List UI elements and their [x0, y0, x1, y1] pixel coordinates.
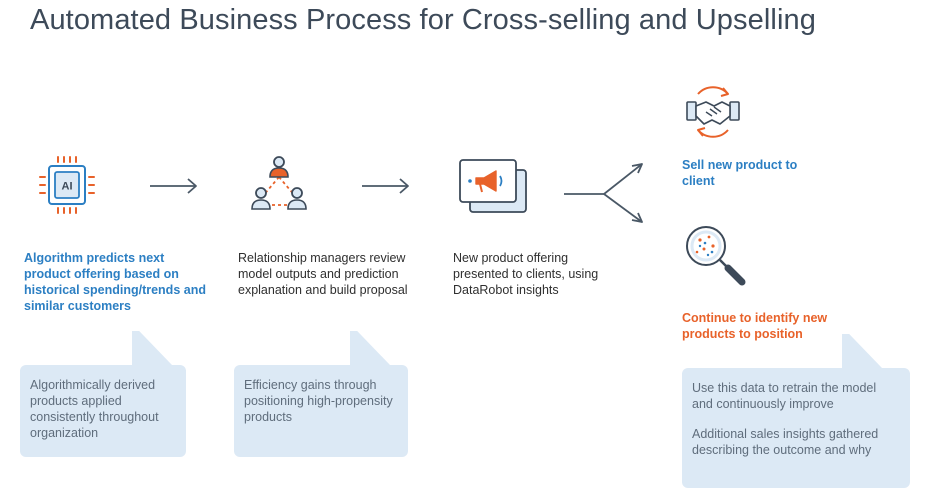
note-bubble-3: Use this data to retrain the model and c…: [682, 334, 910, 488]
bubble-tail: [842, 334, 882, 368]
flow-arrow-2: [362, 178, 409, 194]
outcome-identify-text: Continue to identify new products to pos…: [682, 311, 828, 341]
team-network-icon: [251, 156, 307, 210]
step-1-text: Algorithm predicts next product offering…: [24, 251, 206, 313]
step-3-text: New product offering presented to client…: [453, 251, 599, 297]
ai-chip-label: AI: [62, 181, 73, 193]
note-bubble-2: Efficiency gains through positioning hig…: [234, 331, 408, 457]
fork-arrow: [564, 163, 643, 223]
handshake-icon: [686, 86, 740, 138]
note-2-text: Efficiency gains through positioning hig…: [244, 378, 393, 424]
note-bubble-1: Algorithmically derived products applied…: [20, 331, 186, 457]
bubble-tail: [132, 331, 172, 365]
page-title: Automated Business Process for Cross-sel…: [30, 4, 816, 36]
step-2-text: Relationship managers review model outpu…: [238, 251, 408, 297]
flow-arrow-1: [150, 178, 197, 194]
outcome-sell-text: Sell new product to client: [682, 158, 798, 188]
note-1-text: Algorithmically derived products applied…: [30, 378, 159, 440]
note-3-paragraph-1: Use this data to retrain the model and c…: [692, 381, 877, 411]
note-3-paragraph-2: Additional sales insights gathered descr…: [692, 427, 879, 457]
bubble-tail: [350, 331, 390, 365]
magnifier-icon: [686, 226, 746, 286]
presentation-megaphone-icon: [459, 159, 527, 213]
ai-chip-icon: AI: [39, 156, 95, 214]
